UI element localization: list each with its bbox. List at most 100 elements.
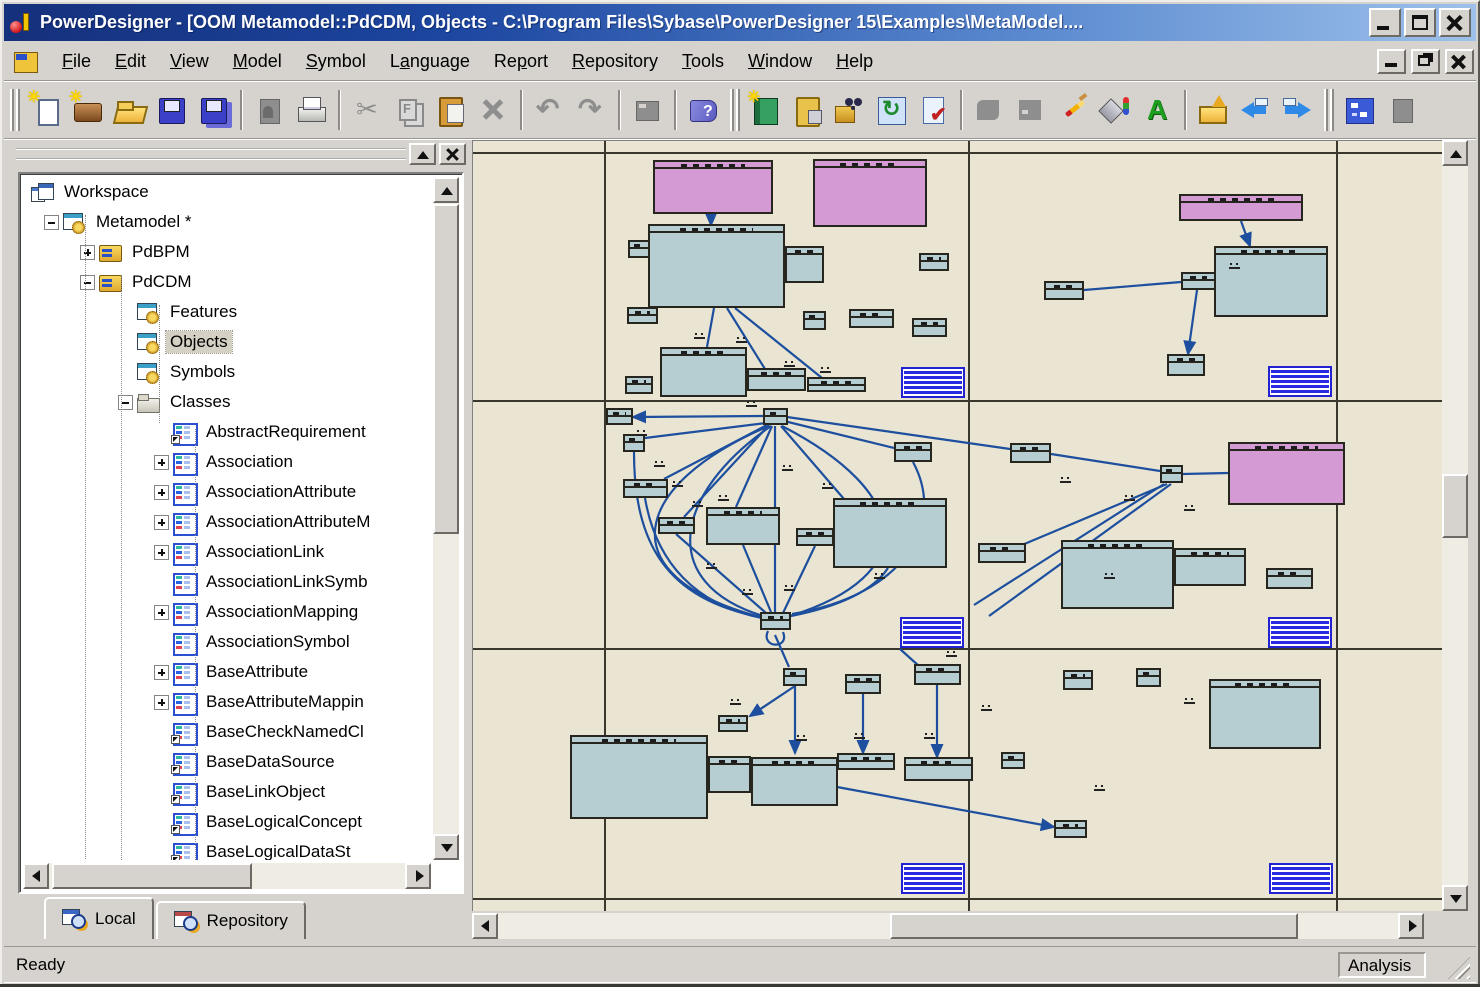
canvas-scroll-left-button[interactable] xyxy=(472,913,498,939)
tree-item-features[interactable]: Features xyxy=(23,297,431,327)
class-box-blue[interactable] xyxy=(1010,443,1051,463)
new-diagram-button[interactable] xyxy=(744,87,786,132)
check-model-button[interactable] xyxy=(912,88,954,132)
class-box-blue[interactable] xyxy=(914,664,961,685)
tree-item-associationmapping[interactable]: AssociationMapping xyxy=(23,597,431,627)
class-box-blue[interactable] xyxy=(760,612,791,630)
class-box-blue[interactable] xyxy=(1160,465,1183,483)
tree-item-workspace[interactable]: Workspace xyxy=(23,177,431,207)
font-button[interactable] xyxy=(1136,88,1178,132)
class-box-blue[interactable] xyxy=(1174,548,1246,586)
class-box-blue[interactable] xyxy=(1181,272,1216,290)
tree-expander-plus[interactable] xyxy=(154,484,169,500)
class-box-blue[interactable] xyxy=(904,757,973,781)
class-box-blue[interactable] xyxy=(1209,679,1321,749)
tree-expander-minus[interactable] xyxy=(80,274,95,290)
class-box-blue[interactable] xyxy=(708,756,751,793)
refresh-button[interactable] xyxy=(870,88,912,132)
menu-window[interactable]: Window xyxy=(748,51,813,71)
tree-item-baselogicaldatast[interactable]: BaseLogicalDataSt xyxy=(23,837,431,860)
tree-item-baselogicalconcept[interactable]: BaseLogicalConcept xyxy=(23,807,431,837)
panel-close-button[interactable] xyxy=(439,143,466,165)
menu-help[interactable]: Help xyxy=(836,51,874,71)
class-box-blue[interactable] xyxy=(606,408,633,425)
title-block-legend[interactable] xyxy=(901,367,965,398)
canvas-scroll-right-button[interactable] xyxy=(1398,913,1424,939)
canvas-hscrollbar[interactable] xyxy=(472,913,1424,939)
copy-button[interactable] xyxy=(388,88,430,132)
cut-button[interactable] xyxy=(346,88,388,132)
tree-item-associationattributem[interactable]: AssociationAttributeM xyxy=(23,507,431,537)
maximize-button[interactable] xyxy=(1404,8,1436,37)
class-box-blue[interactable] xyxy=(718,715,748,732)
tree-item-pdbpm[interactable]: PdBPM xyxy=(23,237,431,267)
tree-expander-plus[interactable] xyxy=(154,454,169,470)
panel-drag-grip[interactable] xyxy=(16,148,406,160)
class-box-blue[interactable] xyxy=(648,224,785,308)
class-box-blue[interactable] xyxy=(785,246,824,283)
tree-expander-plus[interactable] xyxy=(154,664,169,680)
fill-button[interactable] xyxy=(1094,88,1136,132)
save-all-button[interactable] xyxy=(192,88,234,132)
canvas-scroll-up-button[interactable] xyxy=(1442,140,1468,166)
class-box-blue[interactable] xyxy=(628,240,650,258)
class-box-pink[interactable] xyxy=(1179,194,1303,221)
class-box-blue[interactable] xyxy=(1054,820,1087,838)
mdi-close-button[interactable] xyxy=(1445,49,1474,74)
forward-button[interactable] xyxy=(1276,88,1318,132)
class-box-blue[interactable] xyxy=(894,442,932,462)
tree-vscroll-thumb[interactable] xyxy=(433,204,459,534)
tree-item-associationlink[interactable]: AssociationLink xyxy=(23,537,431,567)
menu-file[interactable]: File xyxy=(62,51,92,71)
title-block-legend[interactable] xyxy=(1268,366,1332,397)
class-box-blue[interactable] xyxy=(796,528,834,546)
class-box-blue[interactable] xyxy=(1044,281,1084,300)
class-box-blue[interactable] xyxy=(837,753,895,770)
mdi-minimize-button[interactable] xyxy=(1377,49,1406,74)
tree-hscroll-thumb[interactable] xyxy=(52,863,252,889)
tree-expander-plus[interactable] xyxy=(154,544,169,560)
class-box-blue[interactable] xyxy=(833,498,947,568)
tree-expander-minus[interactable] xyxy=(44,214,59,230)
tree-item-baseattribute[interactable]: BaseAttribute xyxy=(23,657,431,687)
class-box-blue[interactable] xyxy=(912,318,947,337)
minimize-button[interactable] xyxy=(1369,8,1401,37)
title-block-legend[interactable] xyxy=(900,617,964,648)
new-workspace-button[interactable] xyxy=(66,87,108,132)
class-box-blue[interactable] xyxy=(763,408,788,425)
undo-button[interactable] xyxy=(528,88,570,132)
open-button[interactable] xyxy=(108,88,150,132)
tree-item-objects[interactable]: Objects xyxy=(23,327,431,357)
tree-item-associationattribute[interactable]: AssociationAttribute xyxy=(23,477,431,507)
class-box-blue[interactable] xyxy=(1167,354,1205,376)
properties-button[interactable] xyxy=(626,88,668,132)
tab-local[interactable]: Local xyxy=(44,897,154,939)
back-button[interactable] xyxy=(1234,88,1276,132)
delete-button[interactable] xyxy=(472,88,514,132)
tree-item-symbols[interactable]: Symbols xyxy=(23,357,431,387)
class-box-blue[interactable] xyxy=(1061,540,1174,609)
title-block-legend[interactable] xyxy=(901,863,965,894)
tree-expander-plus[interactable] xyxy=(154,694,169,710)
canvas-vscroll-thumb[interactable] xyxy=(1442,474,1468,538)
class-box-blue[interactable] xyxy=(919,253,949,271)
class-box-blue[interactable] xyxy=(803,311,826,330)
partial-button[interactable] xyxy=(1380,88,1422,132)
window-diagram-button[interactable] xyxy=(1338,88,1380,132)
tree-item-associationsymbol[interactable]: AssociationSymbol xyxy=(23,627,431,657)
tree-item-baselinkobject[interactable]: BaseLinkObject xyxy=(23,777,431,807)
tree-scroll-up-button[interactable] xyxy=(433,177,459,203)
class-box-blue[interactable] xyxy=(751,757,838,806)
diagram-canvas[interactable] xyxy=(472,140,1450,911)
find-button[interactable] xyxy=(828,88,870,132)
brush-button[interactable] xyxy=(1052,88,1094,132)
class-box-blue[interactable] xyxy=(623,434,645,452)
print-button[interactable] xyxy=(290,88,332,132)
class-box-blue[interactable] xyxy=(1063,670,1093,690)
class-box-blue[interactable] xyxy=(747,368,806,391)
tree-expander-plus[interactable] xyxy=(154,604,169,620)
class-box-blue[interactable] xyxy=(706,507,780,545)
menu-repository[interactable]: Repository xyxy=(571,51,659,71)
shape2-button[interactable] xyxy=(1010,88,1052,132)
paste-button[interactable] xyxy=(430,88,472,132)
